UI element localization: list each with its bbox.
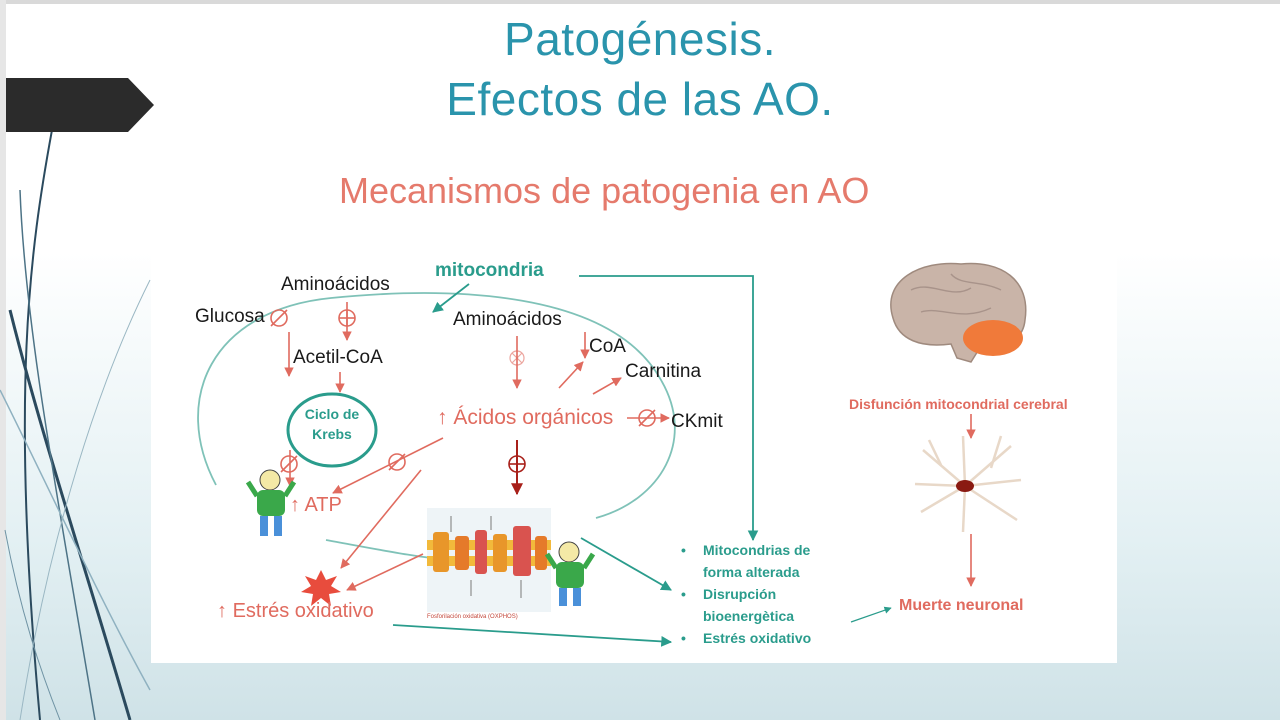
outcome-line: Mitocondrias de <box>703 539 811 561</box>
node-glucosa: Glucosa <box>195 306 265 328</box>
up-arrow-symbol: ↑ <box>217 600 227 622</box>
node-ckmit: CKmit <box>671 411 723 433</box>
arrow-mito-inward <box>433 284 469 312</box>
outcome-item: Mitocondrias de forma alterada <box>681 539 811 583</box>
arrow-oxphos-to-estres <box>347 554 423 590</box>
mascot-icon <box>248 470 294 536</box>
outcome-item: Disrupción bioenergètica <box>681 583 811 627</box>
inhibition-symbol-icon <box>281 456 297 472</box>
krebs-line-2: Krebs <box>291 424 373 444</box>
node-coa: CoA <box>589 336 626 358</box>
up-arrow-symbol: ↑ <box>437 406 448 429</box>
arrow-ao-to-carnitina <box>593 378 621 394</box>
figure-title: Mecanismos de patogenia en AO <box>339 170 869 212</box>
inhibition-symbol-icon <box>271 310 287 326</box>
node-atp: ↑ ATP <box>290 494 342 517</box>
atp-label: ATP <box>304 494 341 516</box>
oxphos-caption: Fosforilación oxidativa (OXPHOS) <box>427 614 518 620</box>
outcome-item: Estrés oxidativo <box>681 627 811 649</box>
estres-oxidativo-label: Estrés oxidativo <box>233 600 374 622</box>
outcome-line: bioenergètica <box>703 605 811 627</box>
krebs-line-1: Ciclo de <box>291 404 373 424</box>
slide-title-line-1: Patogénesis. <box>0 12 1280 66</box>
node-mitocondria: mitocondria <box>435 260 544 282</box>
node-estres-oxidativo: ↑ Estrés oxidativo <box>217 600 374 623</box>
arrow-estres-to-outcomes <box>393 625 671 642</box>
inhibition-symbol-icon <box>389 454 405 470</box>
stimulation-symbol-icon <box>509 456 525 472</box>
slide-title-line-2: Efectos de las AO. <box>0 72 1280 126</box>
outcomes-list: Mitocondrias de forma alterada Disrupció… <box>681 539 811 649</box>
arrow-oxphos-to-outcomes <box>581 538 671 590</box>
figure-panel: Mecanismos de patogenia en AO mitocondri… <box>151 140 1117 663</box>
mascot-icon <box>547 542 593 606</box>
arrow-ao-to-coa <box>559 362 583 388</box>
stimulation-symbol-icon <box>339 310 355 326</box>
node-carnitina: Carnitina <box>625 361 701 383</box>
node-acidos-organicos: ↑ Ácidos orgánicos <box>437 406 613 430</box>
decorative-curves <box>0 130 160 720</box>
outcome-line: Disrupción <box>703 583 811 605</box>
node-muerte-neuronal: Muerte neuronal <box>899 597 1023 615</box>
arrow-ao-to-estres <box>341 470 421 568</box>
neuron-icon <box>915 436 1021 532</box>
acidos-organicos-label: Ácidos orgánicos <box>453 406 613 429</box>
node-aminoacidos-inner: Aminoácidos <box>453 309 562 331</box>
outcome-line: Estrés oxidativo <box>703 627 811 649</box>
oxphos-membrane-icon <box>427 508 551 612</box>
arrow-ao-to-atp <box>333 438 443 493</box>
outcome-line: forma alterada <box>703 561 811 583</box>
brain-icon <box>891 263 1026 362</box>
up-arrow-symbol: ↑ <box>290 494 300 516</box>
node-disfuncion-mitocondrial: Disfunción mitocondrial cerebral <box>849 396 1068 412</box>
arrow-outcomes-to-muerte <box>851 608 891 622</box>
slide-top-border <box>0 0 1280 4</box>
node-ciclo-de-krebs: Ciclo de Krebs <box>291 404 373 444</box>
node-acetil-coa: Acetil-CoA <box>293 347 383 369</box>
node-aminoacidos-outer: Aminoácidos <box>281 274 390 296</box>
